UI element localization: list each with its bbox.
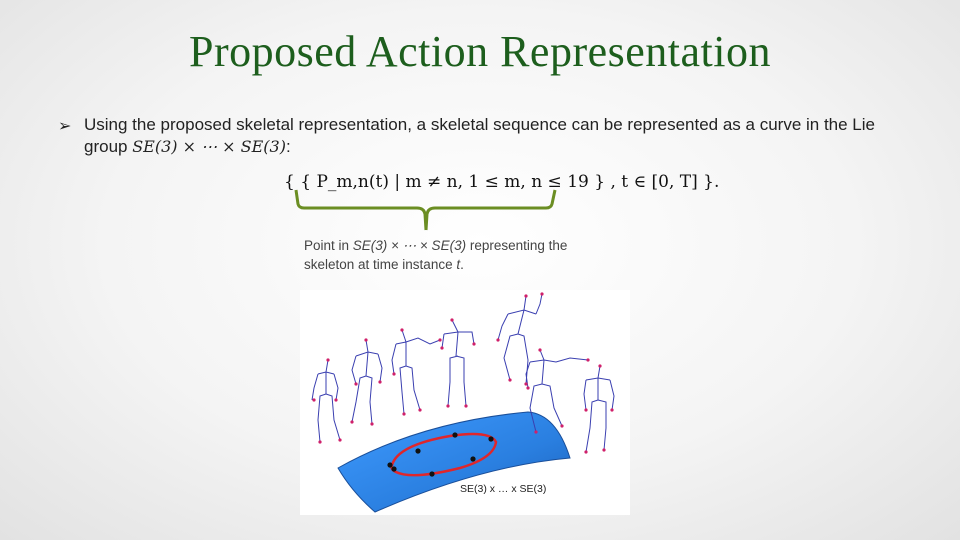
caption-prefix: Point in — [304, 238, 353, 253]
skeleton-sequence — [311, 293, 615, 453]
curve-points — [387, 432, 494, 477]
manifold-figure: SE(3) x … x SE(3) — [300, 290, 630, 515]
brace-annotation — [294, 189, 557, 231]
point-caption: Point in SE(3) × ⋯ × SE(3) representing … — [304, 236, 604, 274]
manifold-surface — [337, 411, 571, 513]
curve-formula: { { P_m,n(t) | m ≠ n, 1 ≤ m, n ≤ 19 } , … — [284, 172, 720, 192]
caption-suffix: . — [460, 257, 464, 272]
manifold-label: SE(3) x … x SE(3) — [460, 483, 547, 495]
caption-var: t — [456, 257, 461, 272]
bullet-text: Using the proposed skeletal representati… — [84, 114, 884, 158]
bullet-text-start: Using the proposed skeletal representati… — [84, 115, 875, 156]
caption-math: SE(3) × ⋯ × SE(3) — [352, 238, 467, 253]
bullet-math: SE(3) × ⋯ × SE(3) — [132, 137, 286, 156]
slide-title: Proposed Action Representation — [188, 27, 771, 76]
bullet-arrow-icon: ➢ — [58, 118, 72, 135]
skeleton-joints — [312, 292, 614, 454]
manifold-illustration — [311, 292, 615, 513]
caption-middle: representing the skeleton at time instan… — [304, 238, 568, 272]
bullet-text-end: : — [285, 137, 291, 156]
action-curve — [390, 432, 498, 477]
